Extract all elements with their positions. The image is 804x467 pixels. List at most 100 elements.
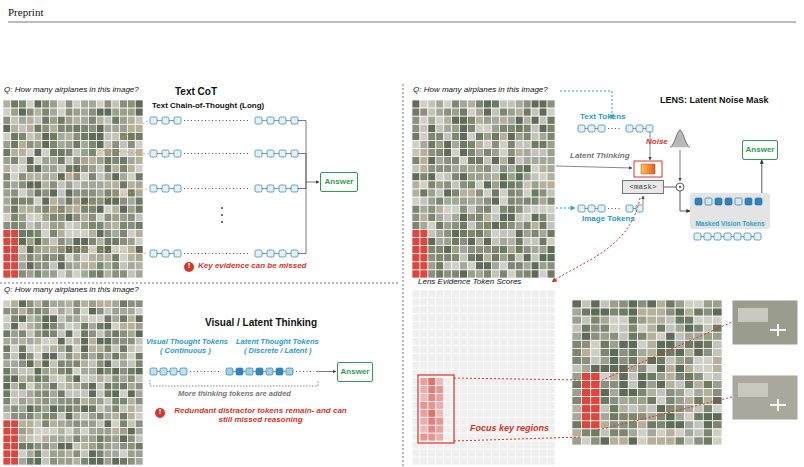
grid-cell <box>547 238 555 246</box>
grid-cell <box>420 314 428 322</box>
grid-cell <box>127 165 135 173</box>
grid-cell <box>656 381 665 389</box>
grid-cell <box>460 449 468 457</box>
token-square <box>162 117 169 124</box>
grid-cell <box>675 356 684 364</box>
grid-cell <box>65 116 73 124</box>
grid-cell <box>694 332 703 340</box>
grid-cell <box>57 420 65 428</box>
grid-cell <box>11 315 19 323</box>
grid-cell <box>34 246 42 254</box>
grid-cell <box>11 435 19 443</box>
grid-cell <box>428 197 436 205</box>
grid-cell <box>703 421 712 429</box>
grid-cell <box>675 300 684 308</box>
grid-cell <box>531 378 539 386</box>
grid-cell <box>428 298 436 306</box>
grid-cell <box>703 340 712 348</box>
grid-cell <box>656 324 665 332</box>
leader-line <box>598 322 732 382</box>
grid-cell <box>26 360 34 368</box>
grid-cell <box>428 238 436 246</box>
grid-cell <box>491 165 499 173</box>
ellipsis-dots <box>184 188 250 189</box>
grid-cell <box>42 315 50 323</box>
grid-cell <box>547 213 555 221</box>
grid-cell <box>26 338 34 346</box>
grid-cell <box>547 441 555 449</box>
grid-cell <box>460 346 468 354</box>
grid-cell <box>468 330 476 338</box>
grid-cell <box>104 383 112 391</box>
grid-cell <box>65 323 73 331</box>
evidence-leader <box>60 121 148 181</box>
grid-cell <box>685 364 694 372</box>
arrow <box>556 166 632 168</box>
grid-cell <box>539 157 547 165</box>
grid-cell <box>412 385 420 393</box>
grid-cell <box>26 390 34 398</box>
grid-cell <box>591 389 600 397</box>
grid-cell <box>499 354 507 362</box>
grid-cell <box>96 428 104 436</box>
grid-cell <box>420 393 428 401</box>
grid-cell <box>96 108 104 116</box>
grid-cell <box>420 181 428 189</box>
inset-photo <box>732 375 798 420</box>
grid-cell <box>539 116 547 124</box>
grid-cell <box>436 449 444 457</box>
warning-icon <box>155 408 165 418</box>
grid-cell <box>34 308 42 316</box>
grid-cell <box>127 398 135 406</box>
grid-cell <box>112 450 120 458</box>
grid-cell <box>135 443 143 451</box>
grid-cell <box>120 450 128 458</box>
grid-cell <box>50 360 58 368</box>
grid-cell <box>436 409 444 417</box>
grid-cell <box>104 360 112 368</box>
grid-cell <box>468 221 476 229</box>
grid-cell <box>491 449 499 457</box>
grid-cell <box>675 381 684 389</box>
grid-cell <box>523 393 531 401</box>
token-square <box>291 185 298 192</box>
token-square <box>646 125 653 132</box>
grid-cell <box>104 398 112 406</box>
grid-cell <box>57 270 65 278</box>
grid-cell <box>703 373 712 381</box>
grid-cell <box>34 315 42 323</box>
grid-cell <box>104 450 112 458</box>
grid-cell <box>628 340 637 348</box>
grid-cell <box>89 315 97 323</box>
grid-cell <box>460 173 468 181</box>
grid-cell <box>591 437 600 445</box>
grid-cell <box>96 246 104 254</box>
grid-cell <box>420 246 428 254</box>
grid-cell <box>96 375 104 383</box>
grid-cell <box>135 270 143 278</box>
grid-cell <box>460 221 468 229</box>
grid-cell <box>3 189 11 197</box>
grid-cell <box>127 100 135 108</box>
grid-cell <box>3 308 11 316</box>
grid-cell <box>112 181 120 189</box>
building <box>738 308 768 322</box>
grid-cell <box>26 398 34 406</box>
grid-cell <box>89 345 97 353</box>
grid-cell <box>120 345 128 353</box>
grid-cell <box>112 375 120 383</box>
grid-cell <box>476 441 484 449</box>
grid-cell <box>19 428 27 436</box>
grid-cell <box>547 165 555 173</box>
grid-cell <box>468 354 476 362</box>
grid-cell <box>50 270 58 278</box>
grid-cell <box>65 197 73 205</box>
grid-cell <box>420 330 428 338</box>
ellipsis-dots <box>184 153 250 154</box>
grid-cell <box>3 315 11 323</box>
cot-chain <box>255 185 298 192</box>
grid-cell <box>436 229 444 237</box>
grid-cell <box>135 300 143 308</box>
grid-cell <box>515 108 523 116</box>
